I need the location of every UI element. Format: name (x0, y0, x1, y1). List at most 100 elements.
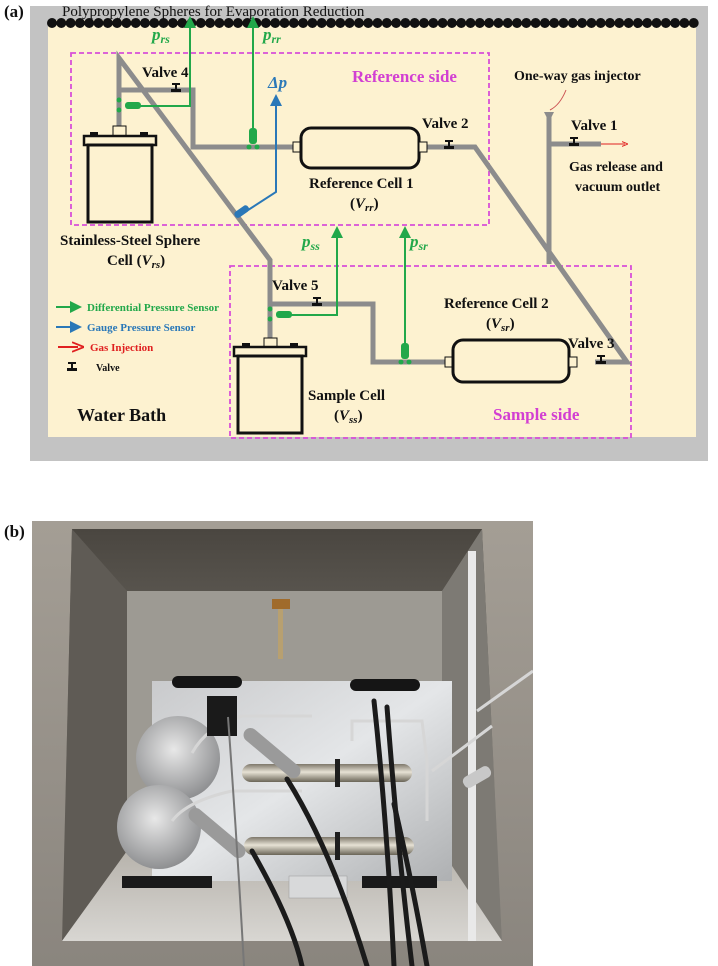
sphere (223, 18, 234, 28)
legend: Differential Pressure Sensor Gauge Press… (56, 301, 219, 374)
sphere (651, 18, 662, 28)
water-bath-label: Water Bath (77, 405, 166, 425)
sphere (632, 18, 643, 28)
sphere (140, 18, 150, 28)
sample-cell-label: Sample Cell (308, 388, 385, 404)
sphere (363, 18, 374, 28)
outlet-label-2: vacuum outlet (575, 180, 661, 195)
schematic-diagram: Polypropylene Spheres for Evaporation Re… (30, 4, 708, 461)
sphere (446, 18, 457, 28)
sphere (595, 18, 606, 28)
sphere (353, 18, 364, 28)
sphere (288, 18, 299, 28)
sphere (493, 18, 504, 28)
sphere (642, 18, 653, 28)
reference-cell-2 (444, 338, 578, 384)
sphere (381, 18, 392, 28)
legend-diff-label: Differential Pressure Sensor (87, 302, 219, 314)
sphere (47, 18, 57, 28)
sphere (391, 18, 402, 28)
reference-cell-2-photo (244, 837, 414, 855)
outlet-label-1: Gas release and (569, 160, 663, 175)
sphere (679, 18, 690, 28)
differential-sensors (130, 16, 411, 354)
sphere (474, 18, 485, 28)
sphere (298, 18, 309, 28)
sensor-body-2 (243, 728, 301, 778)
cell-clamp-1 (335, 759, 340, 787)
sphere (279, 18, 290, 28)
tank-left-wall (62, 529, 127, 941)
sphere (84, 18, 95, 28)
p-rr-label: prr (261, 25, 281, 46)
sphere (549, 18, 560, 28)
sphere (567, 18, 578, 28)
sphere (623, 18, 634, 28)
p-rs-label: prs (150, 25, 170, 46)
p-ss-label: pss (300, 232, 320, 253)
right-rod (468, 551, 476, 941)
gauge-sensor-line (244, 94, 282, 213)
handle-left (172, 676, 242, 688)
injector-pointer (549, 89, 567, 111)
photo-cables (249, 698, 430, 966)
sphere (316, 18, 327, 28)
reference-side-label: Reference side (352, 67, 457, 86)
sphere (260, 18, 271, 28)
sphere (326, 18, 336, 28)
valve-4-label: Valve 4 (142, 65, 189, 81)
sphere (419, 18, 429, 28)
sphere (74, 18, 85, 28)
top-tube (278, 609, 283, 659)
sphere (660, 18, 671, 28)
sphere (167, 18, 178, 28)
sphere (93, 18, 104, 28)
top-feedthrough (272, 599, 290, 609)
sphere (521, 18, 532, 28)
ref-cell-1-volume: (Vrr) (350, 196, 379, 214)
handle-right (350, 679, 420, 691)
legend-valve-label: Valve (96, 363, 120, 374)
sphere (335, 18, 346, 28)
sphere (121, 18, 132, 28)
right-valve (462, 766, 492, 788)
delta-p-label: Δp (267, 73, 287, 92)
sample-side-label: Sample side (493, 405, 580, 424)
sphere (214, 18, 225, 28)
differential-sensor-bodies (116, 97, 412, 365)
ref-cell-2-volume: (Vsr) (486, 316, 515, 334)
gas-injector (544, 112, 554, 122)
stainless-cell-label-1: Stainless-Steel Sphere (60, 233, 200, 249)
sphere (233, 18, 243, 28)
sphere (344, 18, 355, 28)
reference-side-box (70, 52, 490, 226)
sphere (688, 18, 699, 28)
sphere (112, 18, 123, 28)
right-bracket (362, 876, 437, 888)
sphere (158, 18, 169, 28)
cell-clamp-2 (335, 832, 340, 860)
injector-label: One-way gas injector (514, 69, 641, 84)
sphere (130, 18, 141, 28)
sphere (502, 18, 513, 28)
sphere (65, 18, 76, 28)
sphere (530, 18, 541, 28)
sphere (102, 18, 113, 28)
sphere (605, 18, 615, 28)
top-caption: Polypropylene Spheres for Evaporation Re… (62, 4, 365, 20)
sphere (456, 18, 467, 28)
p-sr-label: psr (408, 232, 428, 253)
panel-b-label: (b) (4, 522, 25, 541)
sphere (558, 18, 569, 28)
sphere (586, 18, 597, 28)
sphere (437, 18, 448, 28)
sphere (400, 18, 411, 28)
legend-gas-label: Gas Injection (90, 342, 153, 354)
sample-cell-disc (117, 785, 201, 869)
stainless-cell-disc (136, 716, 220, 800)
sphere (484, 18, 495, 28)
sphere (195, 18, 206, 28)
sample-cell (232, 337, 308, 435)
sphere (149, 18, 160, 28)
reference-cell-1 (292, 126, 428, 170)
